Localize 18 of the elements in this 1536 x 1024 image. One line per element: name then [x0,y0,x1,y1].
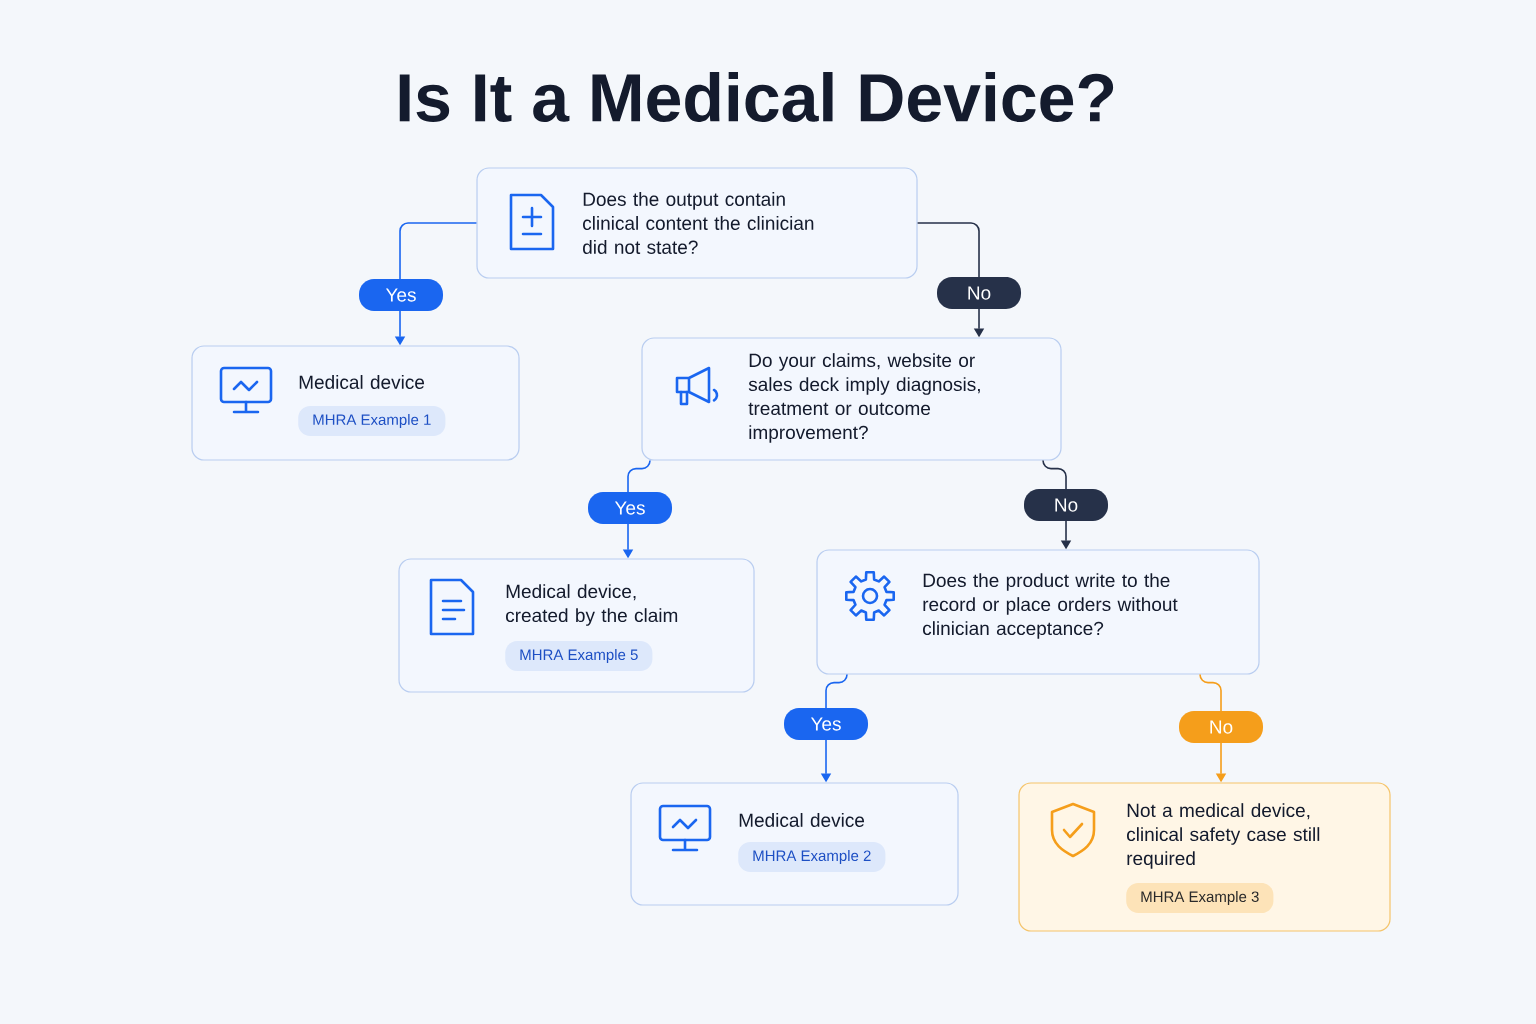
edge-label: Yes [359,279,443,311]
question-text: Does the product write to the record or place orders without clinician acceptance? [923,573,1178,639]
edge-label: Yes [784,708,868,740]
result-text: Not a medical device, clinical safety case still required [1127,803,1320,869]
example-tag: MHRA Example 2 [738,842,886,872]
question-text: Do your claims, website or sales deck imply diagnosis, treatment or outcome improvement? [748,353,980,443]
example-tag: MHRA Example 3 [1126,883,1274,913]
edge-label: No [1024,489,1108,521]
edge-label: No [937,277,1021,309]
result-text: Medical device [299,375,425,389]
example-tag: MHRA Example 5 [505,641,653,671]
title: Is It a Medical Device? [399,72,1114,122]
edge-label: No [1179,711,1263,743]
edge-label: Yes [588,492,672,524]
example-tag: MHRA Example 1 [298,406,446,436]
result-text: Medical device [739,813,865,827]
result-text: Medical device, created by the claim [506,584,678,626]
question-text: Does the output contain clinical content the clinician did not state? [583,192,814,254]
